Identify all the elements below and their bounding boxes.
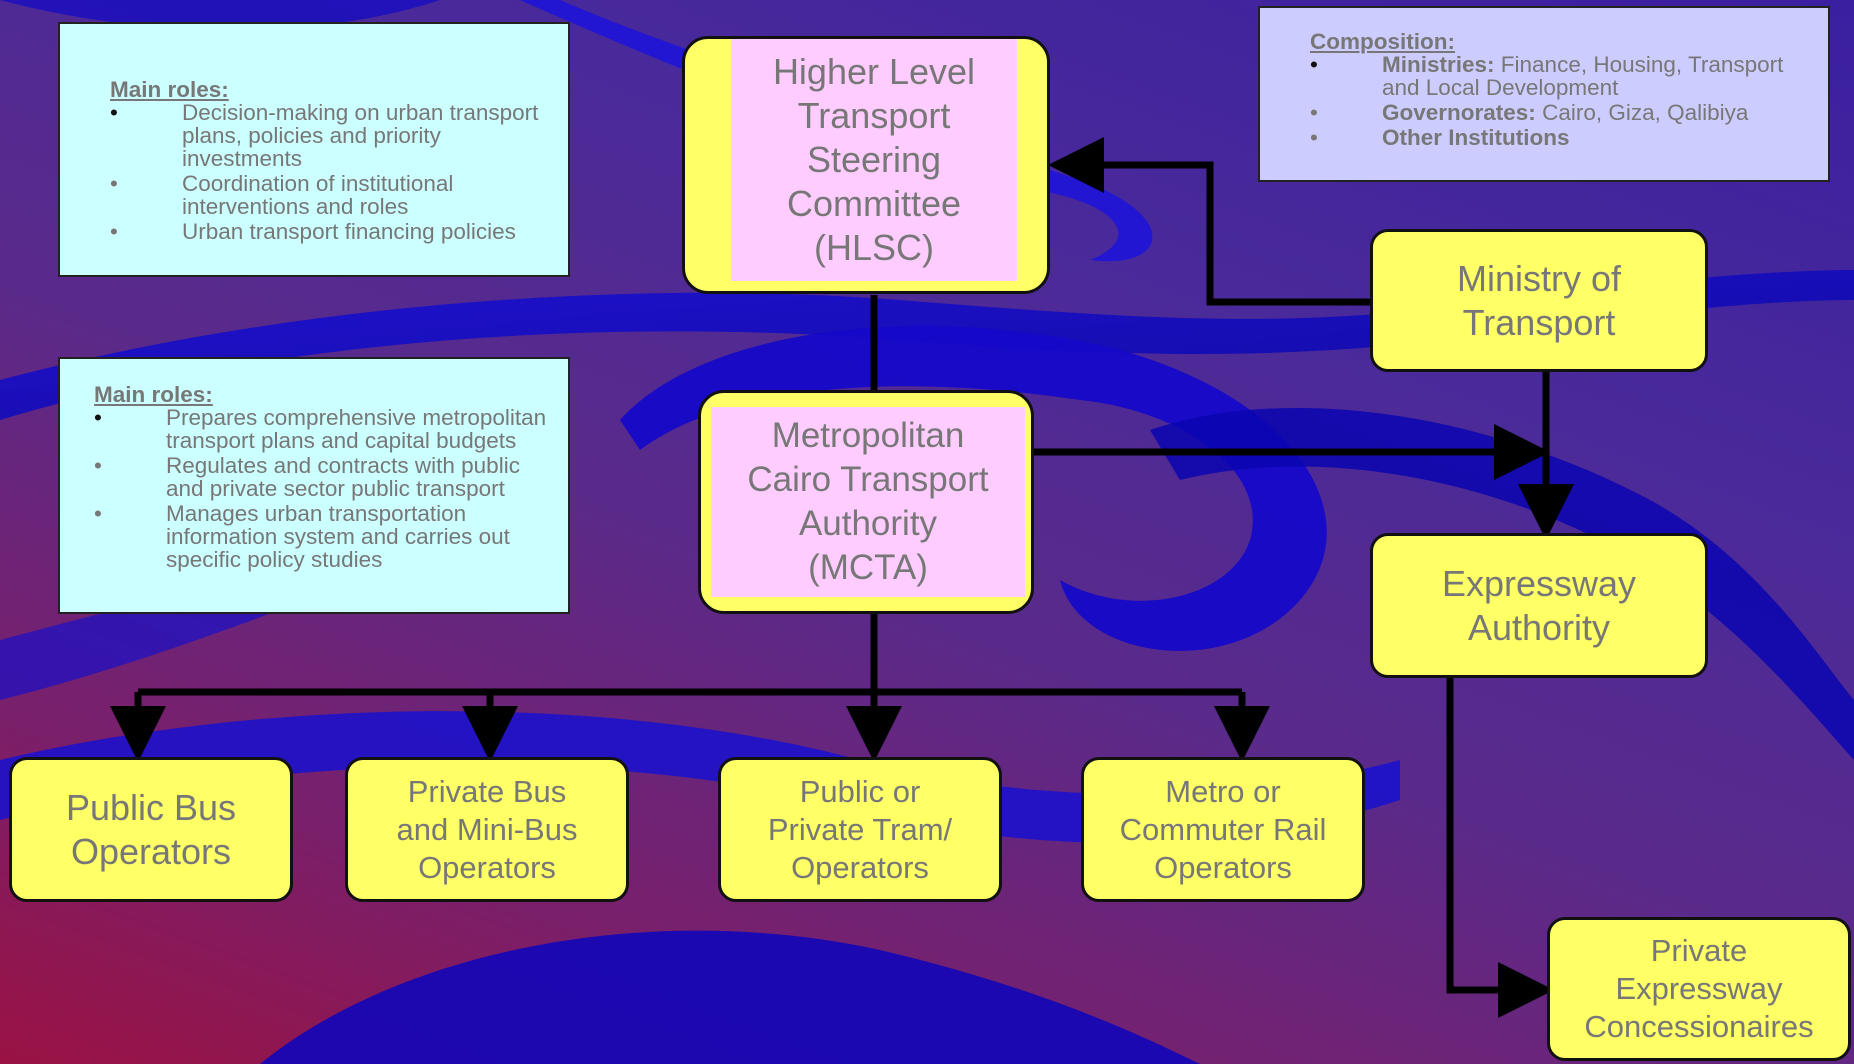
public-bus-label: Public Bus Operators — [65, 786, 237, 872]
mcta-label: Metropolitan Cairo Transport Authority (… — [711, 407, 1025, 597]
mcta-roles-list: • Prepares comprehensive metropolitan tr… — [94, 406, 548, 571]
bullet: • — [110, 171, 118, 196]
list-item: • Decision-making on urban transport pla… — [110, 100, 539, 171]
composition-box: Composition: • Ministries: Finance, Hous… — [1258, 6, 1830, 182]
bullet: • — [1310, 125, 1318, 150]
expressway-authority-node: Expressway Authority — [1370, 533, 1708, 678]
mcta-roles-box: Main roles: • Prepares comprehensive met… — [58, 357, 570, 614]
list-item: • Regulates and contracts with public an… — [94, 453, 520, 501]
connector-expressway-to-concessionaires — [1446, 676, 1554, 1018]
mcta-roles-heading: Main roles: — [94, 382, 213, 407]
expressway-authority-label: Expressway Authority — [1441, 562, 1637, 648]
list-item: • Prepares comprehensive metropolitan tr… — [94, 405, 547, 453]
metro-operators-node: Metro or Commuter Rail Operators — [1081, 757, 1365, 902]
private-bus-label: Private Bus and Mini-Bus Operators — [396, 773, 578, 885]
bullet: • — [94, 501, 102, 526]
public-bus-operators-node: Public Bus Operators — [9, 757, 293, 902]
composition-list: • Ministries: Finance, Housing, Transpor… — [1310, 53, 1808, 149]
bullet: • — [1310, 100, 1318, 125]
list-item: • Coordination of institutional interven… — [110, 171, 454, 219]
bullet: • — [1310, 52, 1318, 77]
hlsc-roles-list: • Decision-making on urban transport pla… — [110, 101, 548, 243]
metro-label: Metro or Commuter Rail Operators — [1119, 773, 1327, 885]
bullet: • — [110, 219, 118, 244]
bullet: • — [110, 100, 118, 125]
list-item: • Urban transport financing policies — [110, 219, 516, 244]
hlsc-label: Higher Level Transport Steering Committe… — [731, 39, 1017, 281]
concessionaires-label: Private Expressway Concessionaires — [1584, 933, 1814, 1044]
list-item: • Governorates: Cairo, Giza, Qalibiya — [1310, 100, 1749, 125]
bullet: • — [94, 405, 102, 430]
hlsc-node: Higher Level Transport Steering Committe… — [682, 36, 1050, 294]
tram-operators-node: Public or Private Tram/ Operators — [718, 757, 1002, 902]
list-item: • Manages urban transportation informati… — [94, 501, 510, 572]
private-expressway-concessionaires-node: Private Expressway Concessionaires — [1547, 917, 1851, 1061]
mcta-node: Metropolitan Cairo Transport Authority (… — [698, 390, 1034, 614]
ministry-of-transport-node: Ministry of Transport — [1370, 229, 1708, 372]
private-bus-operators-node: Private Bus and Mini-Bus Operators — [345, 757, 629, 902]
tram-label: Public or Private Tram/ Operators — [767, 773, 953, 885]
hlsc-roles-box: Main roles: • Decision-making on urban t… — [58, 22, 570, 277]
bullet: • — [94, 453, 102, 478]
list-item: • Ministries: Finance, Housing, Transpor… — [1310, 52, 1784, 100]
connector-ministry-to-hlsc — [1048, 137, 1372, 306]
composition-heading: Composition: — [1310, 29, 1455, 54]
list-item: • Other Institutions — [1310, 125, 1570, 150]
hlsc-roles-heading: Main roles: — [110, 77, 229, 102]
ministry-label: Ministry of Transport — [1456, 257, 1622, 343]
